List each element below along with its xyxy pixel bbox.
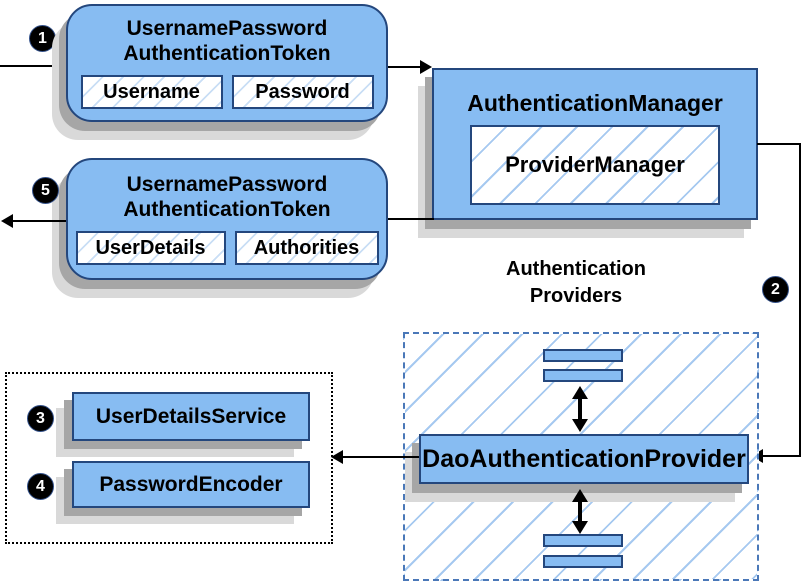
username-password-token-response-box: UsernamePassword AuthenticationToken Use… — [66, 158, 388, 280]
token-request-title: UsernamePassword AuthenticationToken — [68, 16, 386, 66]
dao-authentication-provider-box: DaoAuthenticationProvider — [419, 434, 749, 484]
provider-slot-bar-top-2 — [543, 369, 623, 382]
token-response-fields: UserDetails Authorities — [68, 231, 386, 265]
token-response-title-line1: UsernamePassword — [126, 173, 328, 196]
provider-slot-bar-bottom-2 — [543, 555, 623, 568]
token-response-title: UsernamePassword AuthenticationToken — [68, 172, 386, 222]
authentication-providers-label-line1: Authentication — [506, 258, 646, 280]
double-arrow-top-down-icon — [572, 419, 588, 432]
token-response-title-line2: AuthenticationToken — [123, 198, 331, 221]
username-field-box: Username — [80, 75, 223, 109]
double-arrow-bottom-shaft — [578, 499, 582, 524]
provider-slot-bar-bottom-1 — [543, 534, 623, 547]
step-3-badge: 3 — [27, 405, 54, 432]
manager-to-token-response-line — [388, 218, 434, 220]
double-arrow-top-up-icon — [572, 386, 588, 399]
token-request-title-line1: UsernamePassword — [126, 17, 328, 40]
step-4-badge: 4 — [27, 473, 54, 500]
step-2-badge: 2 — [762, 276, 789, 303]
user-details-field-box: UserDetails — [75, 231, 226, 265]
step-1-badge: 1 — [29, 25, 56, 52]
step-2-number: 2 — [771, 280, 780, 298]
authentication-providers-label-line2: Providers — [529, 285, 623, 307]
step-5-badge: 5 — [32, 177, 59, 204]
double-arrow-top-shaft — [578, 396, 582, 422]
password-encoder-box: PasswordEncoder — [72, 461, 310, 508]
authentication-manager-title: AuthenticationManager — [467, 90, 723, 116]
token-to-manager-line — [388, 66, 422, 68]
authentication-providers-label: Authentication Providers — [430, 256, 722, 310]
double-arrow-bottom-down-icon — [572, 521, 588, 534]
authentication-manager-box: AuthenticationManager ProviderManager — [432, 68, 758, 220]
services-group-box — [5, 372, 333, 544]
token-request-title-line2: AuthenticationToken — [123, 42, 331, 65]
user-details-service-box: UserDetailsService — [72, 392, 310, 441]
step-3-number: 3 — [36, 409, 45, 427]
response-out-arrowhead-icon — [1, 214, 13, 228]
request-in-line — [0, 65, 68, 67]
manager-to-provider-line-bottom — [761, 455, 801, 457]
provider-to-services-arrowhead-icon — [331, 450, 343, 464]
provider-manager-box: ProviderManager — [470, 125, 720, 205]
double-arrow-bottom-up-icon — [572, 489, 588, 502]
authentication-providers-area: DaoAuthenticationProvider — [403, 332, 759, 581]
authorities-field-box: Authorities — [234, 231, 379, 265]
token-request-fields: Username Password — [68, 75, 386, 109]
password-field-box: Password — [231, 75, 374, 109]
provider-slot-bar-top-1 — [543, 349, 623, 362]
manager-to-provider-line-vertical — [799, 143, 801, 457]
step-5-number: 5 — [41, 181, 50, 199]
token-to-manager-arrowhead-icon — [420, 60, 432, 74]
manager-to-provider-line-top — [757, 143, 801, 145]
step-4-number: 4 — [36, 477, 45, 495]
provider-to-services-line — [341, 456, 419, 458]
step-1-number: 1 — [38, 29, 47, 47]
response-out-line — [8, 220, 66, 222]
username-password-token-request-box: UsernamePassword AuthenticationToken Use… — [66, 4, 388, 122]
